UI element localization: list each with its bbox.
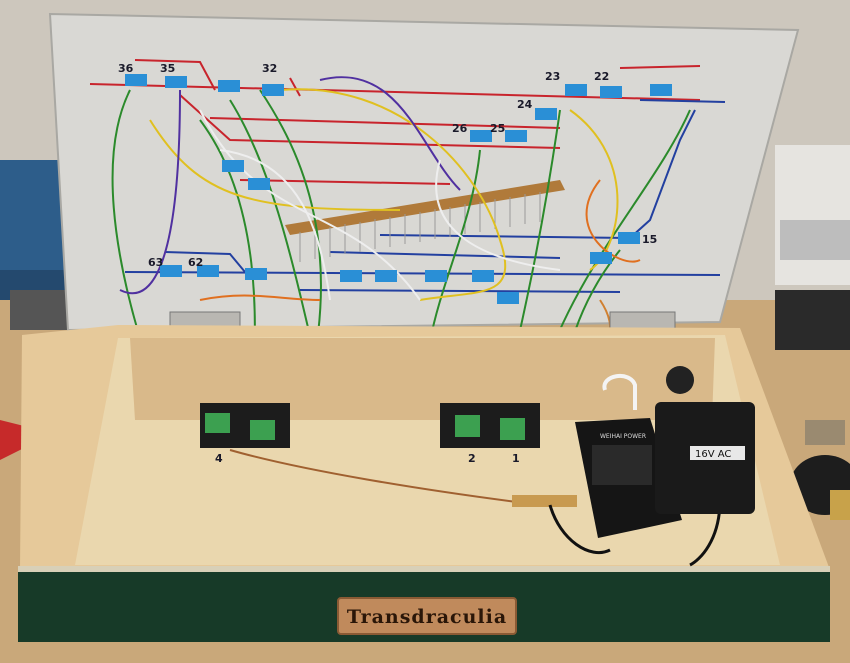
label-23: 23 <box>545 70 560 83</box>
psu-brand: WEIHAI POWER <box>600 433 646 440</box>
transformer: 16V AC <box>655 402 755 514</box>
soldering-stand <box>790 420 850 520</box>
power-cable <box>548 504 611 555</box>
label-35: 35 <box>160 62 175 75</box>
brown-wire <box>229 449 541 506</box>
transformer-label: 16V AC <box>695 449 731 460</box>
black-case <box>775 290 850 350</box>
terminal-strip <box>512 495 577 507</box>
terminal-mark-1: 1 <box>512 452 520 465</box>
label-24: 24 <box>517 98 533 111</box>
label-62: 62 <box>188 256 203 269</box>
terminal-mark-2: 2 <box>468 452 476 465</box>
white-cable <box>602 374 637 410</box>
label-25: 25 <box>490 122 505 135</box>
terminal-board-right <box>440 403 540 448</box>
label-22: 22 <box>594 70 609 83</box>
blue-track-lines <box>124 99 726 293</box>
label-15: 15 <box>642 233 657 246</box>
black-plug <box>666 366 694 394</box>
terminal-board-left <box>200 403 290 448</box>
red-track-lines <box>89 59 701 185</box>
nameplate-text: Transdraculia <box>347 606 507 628</box>
psu-certification-marks <box>592 445 652 485</box>
box-front-edge <box>18 566 830 572</box>
box-back-wall <box>130 338 715 420</box>
label-63: 63 <box>148 256 163 269</box>
terminal-mark-4: 4 <box>215 452 223 465</box>
drill-bit-case <box>775 145 850 285</box>
label-36: 36 <box>118 62 134 75</box>
label-26: 26 <box>452 122 468 135</box>
resistor-bus-strip <box>285 180 565 235</box>
relays <box>125 74 672 304</box>
label-32: 32 <box>262 62 277 75</box>
nameplate: Transdraculia <box>337 597 517 635</box>
